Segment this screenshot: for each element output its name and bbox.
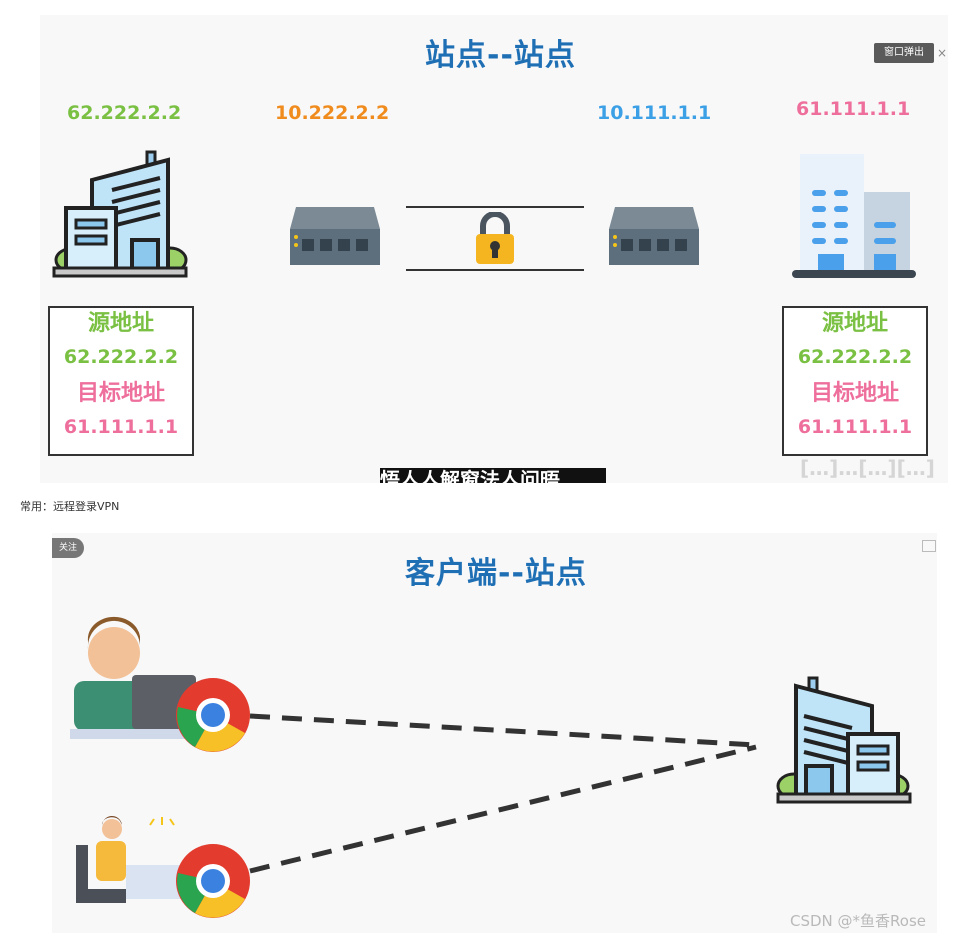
window-icon — [922, 540, 936, 552]
source-address-label: 源地址 — [821, 311, 888, 336]
popout-window-button[interactable]: 窗口弹出 — [874, 43, 934, 63]
client-to-site-title: 客户端--站点 — [405, 556, 587, 591]
left-site-ip: 62.222.2.2 — [67, 102, 182, 124]
ghost-overlay-text: […]…[…][…] — [800, 456, 935, 480]
follow-button[interactable]: 关注 — [52, 538, 84, 558]
chrome-icon — [176, 844, 250, 918]
destination-address-value: 61.111.1.1 — [797, 416, 913, 438]
left-router-ip: 10.222.2.2 — [275, 102, 390, 124]
section-caption: 常用：远程登录VPN — [20, 500, 120, 513]
destination-address-label: 目标地址 — [810, 381, 899, 406]
site-to-site-title: 站点--站点 — [425, 38, 576, 73]
office-building-icon — [52, 150, 188, 278]
city-building-icon — [792, 154, 916, 278]
right-address-box: 源地址 62.222.2.2 目标地址 61.111.1.1 — [782, 306, 928, 456]
person-desk-icon — [76, 815, 184, 903]
lock-icon — [476, 212, 514, 264]
source-address-value: 62.222.2.2 — [63, 346, 179, 368]
right-router-ip: 10.111.1.1 — [597, 102, 712, 124]
router-icon — [290, 207, 380, 265]
router-icon — [609, 207, 699, 265]
chrome-icon — [176, 678, 250, 752]
source-address-value: 62.222.2.2 — [797, 346, 913, 368]
office-building-icon — [776, 676, 912, 804]
csdn-watermark: CSDN @*鱼香Rose — [790, 912, 927, 930]
left-address-box: 源地址 62.222.2.2 目标地址 61.111.1.1 — [48, 306, 194, 456]
popout-close-icon[interactable]: × — [937, 46, 948, 60]
tunnel-top-line — [406, 206, 584, 208]
right-site-ip: 61.111.1.1 — [796, 98, 911, 120]
destination-address-label: 目标地址 — [76, 381, 165, 406]
tunnel-bottom-line — [406, 269, 584, 271]
destination-address-value: 61.111.1.1 — [63, 416, 179, 438]
source-address-label: 源地址 — [87, 311, 154, 336]
video-subtitle: 悟亼亼解窗法亼问晤 — [380, 468, 606, 483]
